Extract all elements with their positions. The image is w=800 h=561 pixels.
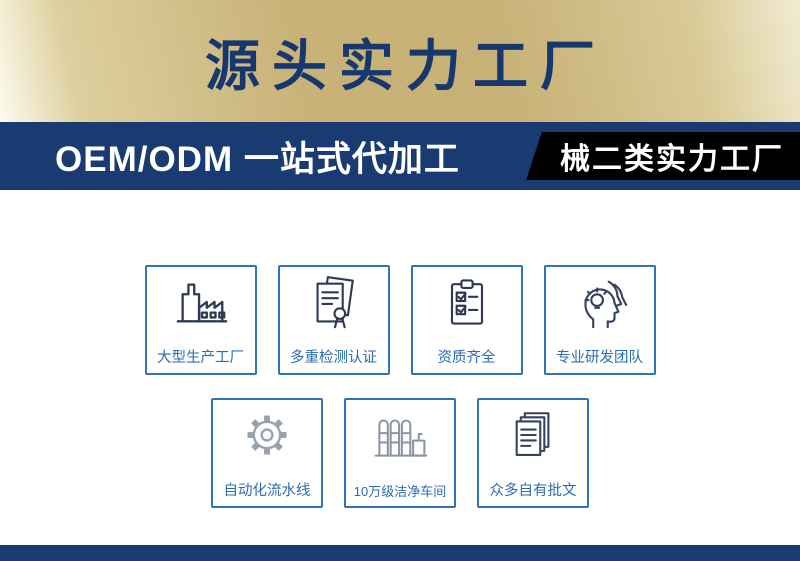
feature-label: 自动化流水线	[223, 483, 311, 499]
rd-team-icon	[546, 273, 654, 333]
factory-icon	[147, 273, 255, 331]
features-grid: 大型生产工厂 多重检测认证	[0, 190, 800, 508]
feature-label: 10万级洁净车间	[353, 484, 447, 499]
footer-bar	[0, 545, 800, 561]
feature-label: 专业研发团队	[556, 350, 643, 366]
features-row-1: 大型生产工厂 多重检测认证	[0, 265, 800, 375]
feature-label: 众多自有批文	[489, 483, 577, 499]
gear-icon	[213, 406, 321, 464]
feature-label: 资质齐全	[437, 350, 496, 366]
feature-card-rd-team: 专业研发团队	[543, 265, 656, 375]
clean-workshop-icon	[346, 406, 454, 464]
feature-card-qualifications: 资质齐全	[410, 265, 523, 375]
feature-card-factory: 大型生产工厂	[144, 265, 257, 375]
factory-badge-label: 械二类实力工厂	[560, 143, 784, 176]
factory-badge: 械二类实力工厂	[526, 132, 800, 180]
feature-label: 多重检测认证	[290, 350, 377, 366]
checklist-icon	[413, 273, 521, 331]
certificate-icon	[280, 273, 388, 333]
feature-card-automation: 自动化流水线	[211, 398, 323, 508]
page-title: 源头实力工厂	[204, 35, 607, 97]
feature-label: 大型生产工厂	[157, 350, 244, 366]
documents-icon	[479, 406, 587, 464]
hero-banner: 源头实力工厂	[0, 0, 800, 122]
subheader-text: OEM/ODM 一站式代加工	[55, 139, 460, 179]
subheader-banner: OEM/ODM 一站式代加工 械二类实力工厂	[0, 122, 800, 190]
features-row-2: 自动化流水线 10万级洁净车间	[0, 398, 800, 508]
feature-card-approvals: 众多自有批文	[477, 398, 589, 508]
feature-card-clean-workshop: 10万级洁净车间	[344, 398, 456, 508]
feature-card-certification: 多重检测认证	[277, 265, 390, 375]
